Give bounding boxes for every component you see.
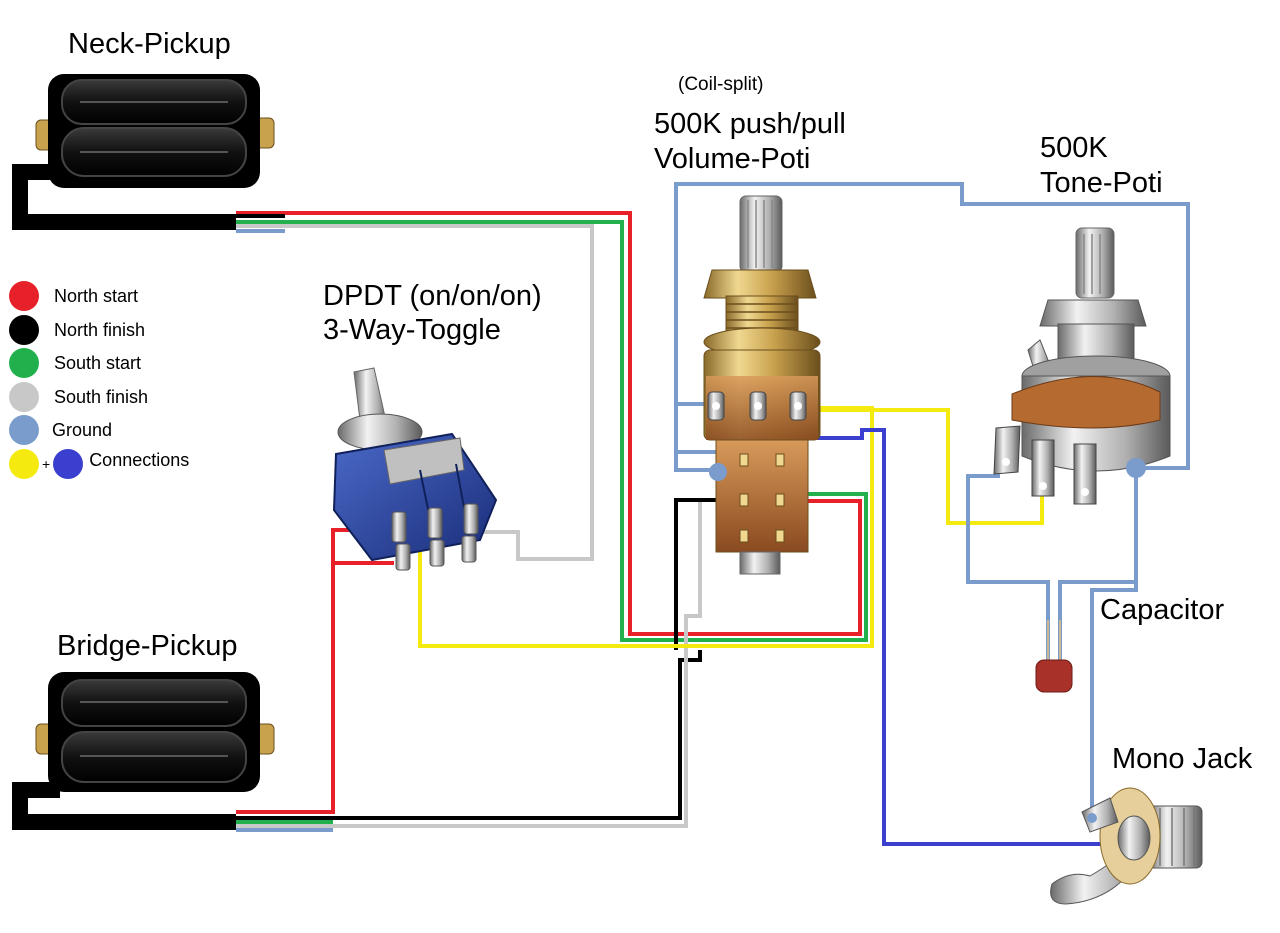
ground-volume-wire: [674, 182, 1190, 472]
mono-jack: [1050, 787, 1203, 905]
legend-ground: Ground: [9, 415, 112, 445]
neck-pickup: [12, 74, 275, 230]
legend-label: South finish: [54, 386, 149, 407]
bridge-gray-wire: [236, 498, 750, 828]
legend-gray-dot: [9, 382, 39, 412]
bridge-red-wire: [236, 528, 400, 814]
legend-label: Connections: [89, 449, 190, 470]
volume-pot: [703, 195, 821, 575]
legend-ground-dot: [9, 415, 39, 445]
legend-green-dot: [9, 348, 39, 378]
tone-label-line2: Tone-Poti: [1040, 167, 1163, 199]
legend-blue-dot: [53, 449, 84, 479]
legend-south-finish: South finish: [9, 382, 148, 412]
capacitor-label: Capacitor: [1100, 594, 1225, 626]
volume-label-line2: Volume-Poti: [654, 143, 811, 175]
yellow-tone-wire: [800, 408, 1044, 525]
neck-gray-wire: [236, 224, 594, 561]
legend-north-start: North start: [9, 281, 138, 311]
bridge-pickup: [12, 672, 275, 830]
neck-red-wire: [236, 211, 862, 636]
legend-connections: + Connections: [9, 449, 189, 479]
toggle-label-line2: 3-Way-Toggle: [323, 314, 501, 346]
legend-label: North finish: [54, 319, 146, 340]
legend-label: North start: [54, 285, 139, 306]
bridge-pickup-label: Bridge-Pickup: [57, 630, 238, 662]
jack-label: Mono Jack: [1112, 743, 1253, 775]
tone-label-line1: 500K: [1040, 132, 1108, 164]
legend-plus: +: [42, 456, 51, 472]
bridge-black-wire: [236, 650, 702, 820]
legend-yellow-dot: [9, 449, 39, 479]
capacitor: [1035, 620, 1073, 693]
neck-green-wire: [236, 220, 868, 642]
coil-split-label: (Coil-split): [678, 74, 764, 95]
ground-cap-wire: [966, 474, 1050, 660]
neck-pickup-label: Neck-Pickup: [68, 28, 231, 60]
tone-pot: [993, 227, 1171, 505]
legend-south-start: South start: [9, 348, 141, 378]
legend-label: South start: [54, 352, 142, 373]
legend-label: Ground: [52, 419, 113, 440]
dpdt-toggle-switch: [332, 367, 498, 571]
legend-black-dot: [9, 315, 39, 345]
legend-north-finish: North finish: [9, 315, 145, 345]
legend-red-dot: [9, 281, 39, 311]
toggle-label-line1: DPDT (on/on/on): [323, 280, 542, 312]
volume-label-line1: 500K push/pull: [654, 108, 846, 140]
